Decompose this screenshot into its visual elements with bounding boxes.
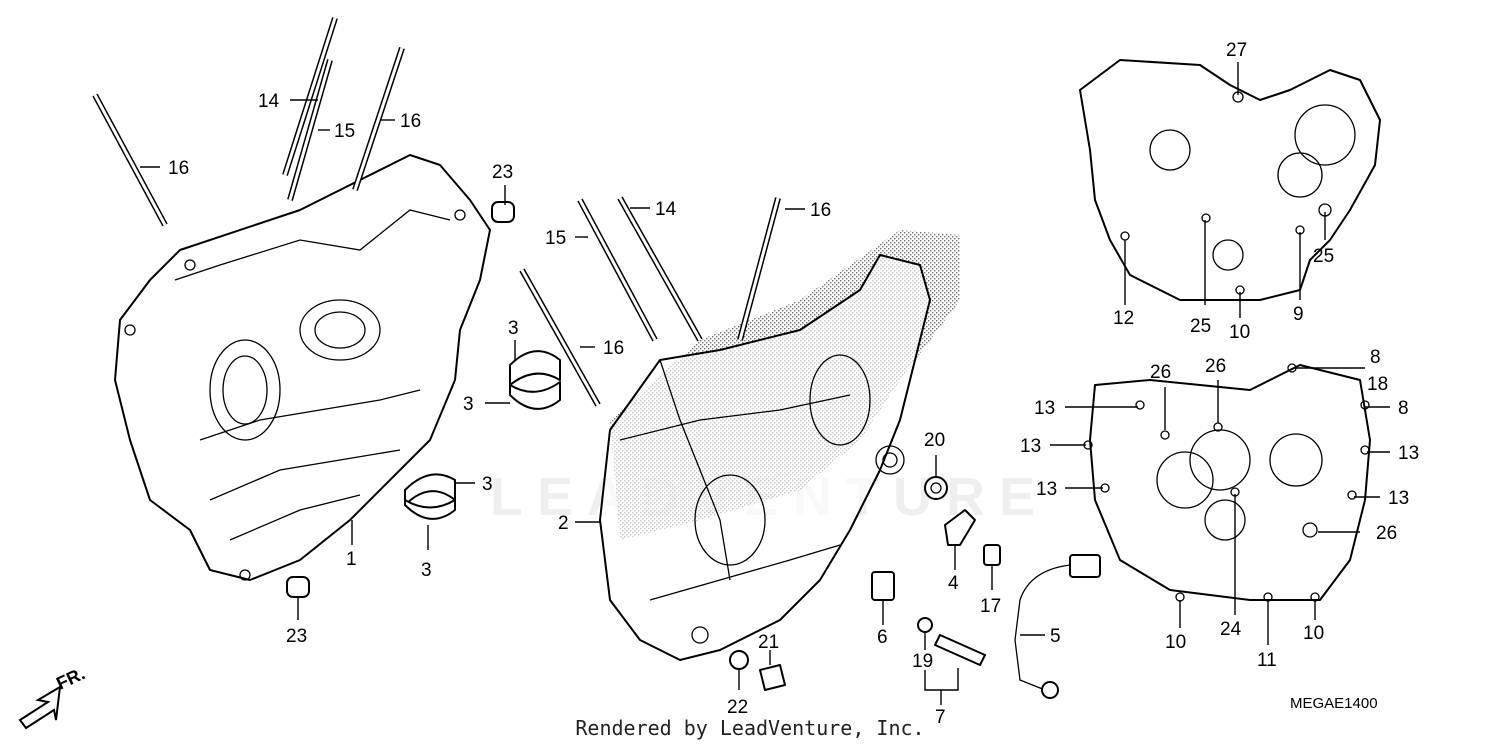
callout-24: 24: [1220, 619, 1242, 640]
callout-14: 14: [655, 199, 677, 220]
callout-13: 13: [1398, 443, 1419, 464]
callout-12: 12: [1113, 308, 1134, 329]
callout-19: 19: [912, 651, 933, 672]
callout-3: 3: [463, 394, 474, 415]
callout-2: 2: [558, 513, 569, 534]
callout-3: 3: [482, 474, 493, 495]
callout-23: 23: [286, 626, 307, 647]
callout-18: 18: [1367, 374, 1388, 395]
callout-4: 4: [948, 573, 959, 594]
callout-23: 23: [492, 162, 513, 183]
callout-11: 11: [1257, 650, 1277, 671]
callout-25: 25: [1190, 316, 1211, 337]
callout-16: 16: [168, 158, 189, 179]
callout-16: 16: [810, 200, 831, 221]
left-crankcase: [114, 154, 491, 581]
callout-26: 26: [1376, 523, 1397, 544]
callout-16: 16: [603, 338, 624, 359]
callout-21: 21: [758, 632, 779, 653]
callout-9: 9: [1293, 304, 1304, 325]
callout-20: 20: [924, 430, 945, 451]
callout-labels: 27 14 15 16 16 23 14 15 16 16 3 3 3 3 1 …: [168, 40, 1419, 728]
right-studs: [519, 196, 781, 407]
footer-credit: Rendered by LeadVenture, Inc.: [575, 716, 925, 740]
callout-10: 10: [1303, 623, 1324, 644]
callout-17: 17: [980, 596, 1001, 617]
callout-26: 26: [1150, 362, 1171, 383]
callout-13: 13: [1020, 436, 1041, 457]
callout-7: 7: [935, 707, 946, 728]
right-crankcase: [599, 230, 960, 661]
callout-8: 8: [1370, 347, 1381, 368]
callout-10: 10: [1229, 322, 1250, 343]
leader-lines: [140, 62, 1390, 705]
callout-3: 3: [421, 560, 432, 581]
callout-16: 16: [400, 111, 421, 132]
callout-13: 13: [1388, 488, 1409, 509]
callout-26: 26: [1205, 356, 1226, 377]
callout-13: 13: [1036, 479, 1057, 500]
callout-22: 22: [727, 697, 748, 718]
dowel-pins: [286, 201, 515, 598]
callout-15: 15: [334, 121, 355, 142]
left-studs: [92, 17, 405, 227]
gasket-lower: [1083, 363, 1371, 602]
callout-27: 27: [1226, 40, 1247, 61]
callout-8: 8: [1398, 398, 1409, 419]
callout-6: 6: [877, 627, 888, 648]
callout-13: 13: [1034, 398, 1055, 419]
callout-10: 10: [1165, 632, 1186, 653]
callout-25: 25: [1313, 246, 1334, 267]
callout-3: 3: [508, 318, 519, 339]
small-parts: [729, 476, 1101, 699]
callout-14: 14: [258, 91, 280, 112]
gasket-upper: [1079, 59, 1381, 301]
callout-5: 5: [1050, 626, 1061, 647]
diagram-code: MEGAE1400: [1290, 695, 1378, 712]
callout-15: 15: [545, 228, 566, 249]
callout-1: 1: [346, 549, 357, 570]
bearing-halves: [404, 350, 561, 520]
